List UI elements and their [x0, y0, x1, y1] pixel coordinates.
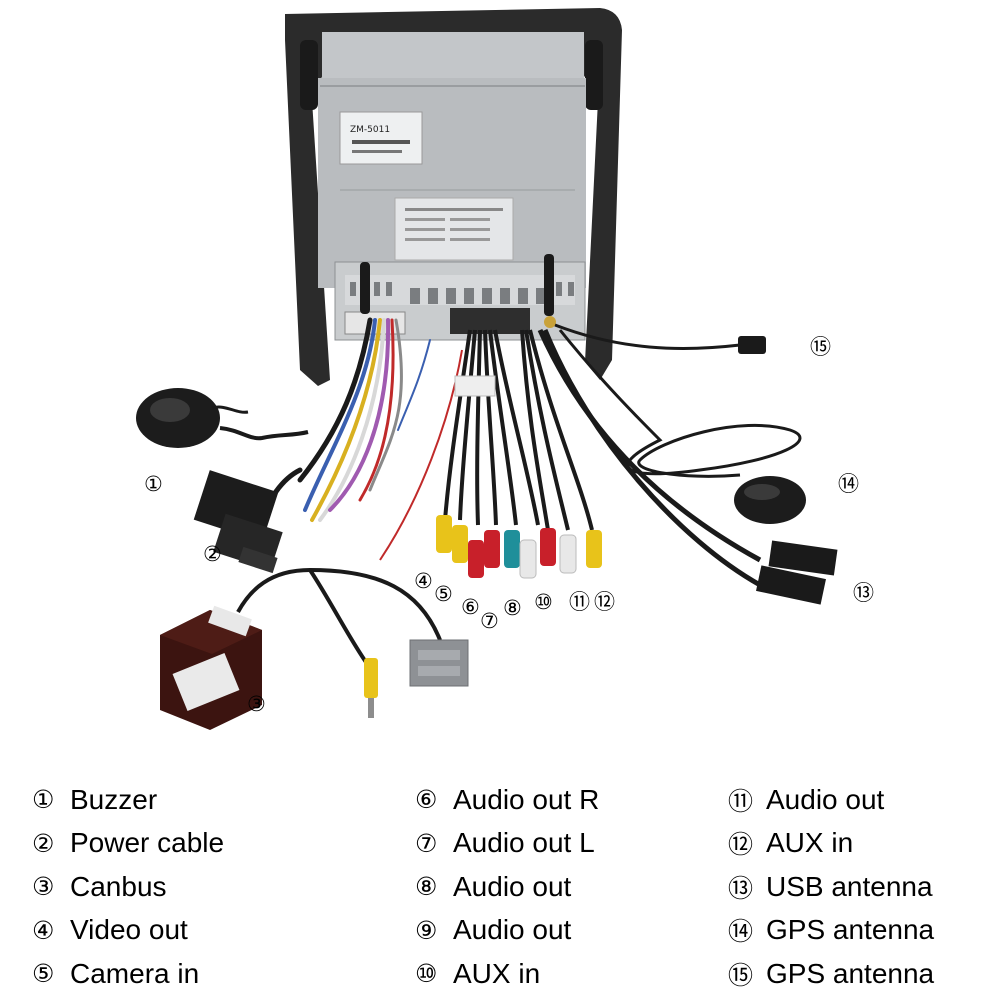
legend-label: Audio out L	[453, 827, 595, 859]
callout-4: ④	[414, 569, 433, 593]
callout-1: ①	[144, 472, 163, 496]
legend-number: ⑧	[415, 872, 438, 902]
legend-label: Power cable	[70, 827, 225, 859]
legend-label: Camera in	[70, 957, 200, 989]
legend-column-2: ⑥ Audio out R ⑦ Audio out L ⑧ Audio out ⑨ Au…	[415, 778, 599, 996]
canbus-box	[160, 567, 469, 730]
legend-number: ⑥	[415, 785, 438, 815]
legend-label: Audio out R	[453, 783, 600, 815]
legend-column-3: ⑪ Audio out ⑫ AUX in ⑬ USB antenna ⑭ GPS ant…	[728, 778, 934, 996]
buzzer	[136, 388, 309, 448]
gps-cable	[554, 323, 766, 354]
legend-label: Video out	[70, 914, 188, 946]
wiring-illustration: ZM-5011	[136, 8, 838, 730]
legend-label: Buzzer	[70, 783, 158, 815]
legend-number: ②	[32, 828, 55, 858]
legend-number: ①	[32, 785, 55, 815]
legend-item: ⑧ Audio out	[415, 865, 599, 909]
legend-label: Audio out	[453, 870, 572, 902]
legend-item: ⑦ Audio out L	[415, 822, 599, 866]
legend-item: ⑥ Audio out R	[415, 778, 599, 822]
main-harness	[257, 317, 431, 523]
callout-2: ②	[203, 542, 222, 566]
callout-10: ⑩	[534, 590, 553, 614]
legend-label: AUX in	[766, 827, 854, 859]
head-unit: ZM-5011	[285, 8, 622, 386]
legend-item: ⑬ USB antenna	[728, 865, 934, 909]
callout-5: ⑤	[434, 582, 453, 606]
callout-8: ⑧	[503, 596, 522, 620]
legend-number: ③	[32, 872, 55, 902]
legend-number: ⑦	[415, 828, 438, 858]
legend-number: ⑨	[415, 915, 438, 945]
legend-item: ② Power cable	[32, 822, 224, 866]
legend-label: AUX in	[453, 957, 541, 989]
legend-item: ⑫ AUX in	[728, 822, 934, 866]
legend-number: ⑭	[728, 917, 754, 947]
legend-item: ④ Video out	[32, 909, 224, 953]
legend-number: ④	[32, 915, 55, 945]
legend-item: ① Buzzer	[32, 778, 224, 822]
legend-item: ③ Canbus	[32, 865, 224, 909]
legend-number: ⑬	[728, 873, 754, 903]
rca-group-a	[379, 329, 540, 579]
callout-6: ⑥	[461, 595, 480, 619]
gps-antenna	[558, 329, 806, 524]
legend-item: ⑭ GPS antenna	[728, 909, 934, 953]
callout-11: ⑪	[569, 590, 590, 614]
legend-item: ⑩ AUX in	[415, 952, 599, 996]
usb-cable	[537, 328, 838, 605]
legend-number: ⑫	[728, 830, 754, 860]
legend-label: Audio out	[766, 783, 885, 815]
legend-item: ⑪ Audio out	[728, 778, 934, 822]
callout-15: ⑮	[810, 335, 831, 359]
legend-label: USB antenna	[766, 870, 933, 902]
legend-label: Canbus	[70, 870, 167, 902]
legend-label: GPS antenna	[766, 914, 935, 946]
power-connector	[193, 470, 283, 574]
callout-14: ⑭	[838, 472, 859, 496]
callout-13: ⑬	[853, 581, 874, 605]
legend-label: GPS antenna	[766, 957, 935, 989]
legend-number: ⑩	[415, 959, 438, 989]
legend-item: ⑨ Audio out	[415, 909, 599, 953]
legend-number: ⑤	[32, 959, 55, 989]
legend-item: ⑤ Camera in	[32, 952, 224, 996]
legend-number: ⑪	[728, 786, 754, 816]
model-label: ZM-5011	[350, 125, 390, 135]
legend-number: ⑮	[728, 960, 754, 990]
legend-item: ⑮ GPS antenna	[728, 952, 934, 996]
legend-label: Audio out	[453, 914, 572, 946]
callout-3: ③	[247, 692, 266, 716]
callout-7: ⑦	[480, 609, 499, 633]
rca-group-b	[520, 329, 602, 574]
callout-12: ⑫	[594, 590, 615, 614]
